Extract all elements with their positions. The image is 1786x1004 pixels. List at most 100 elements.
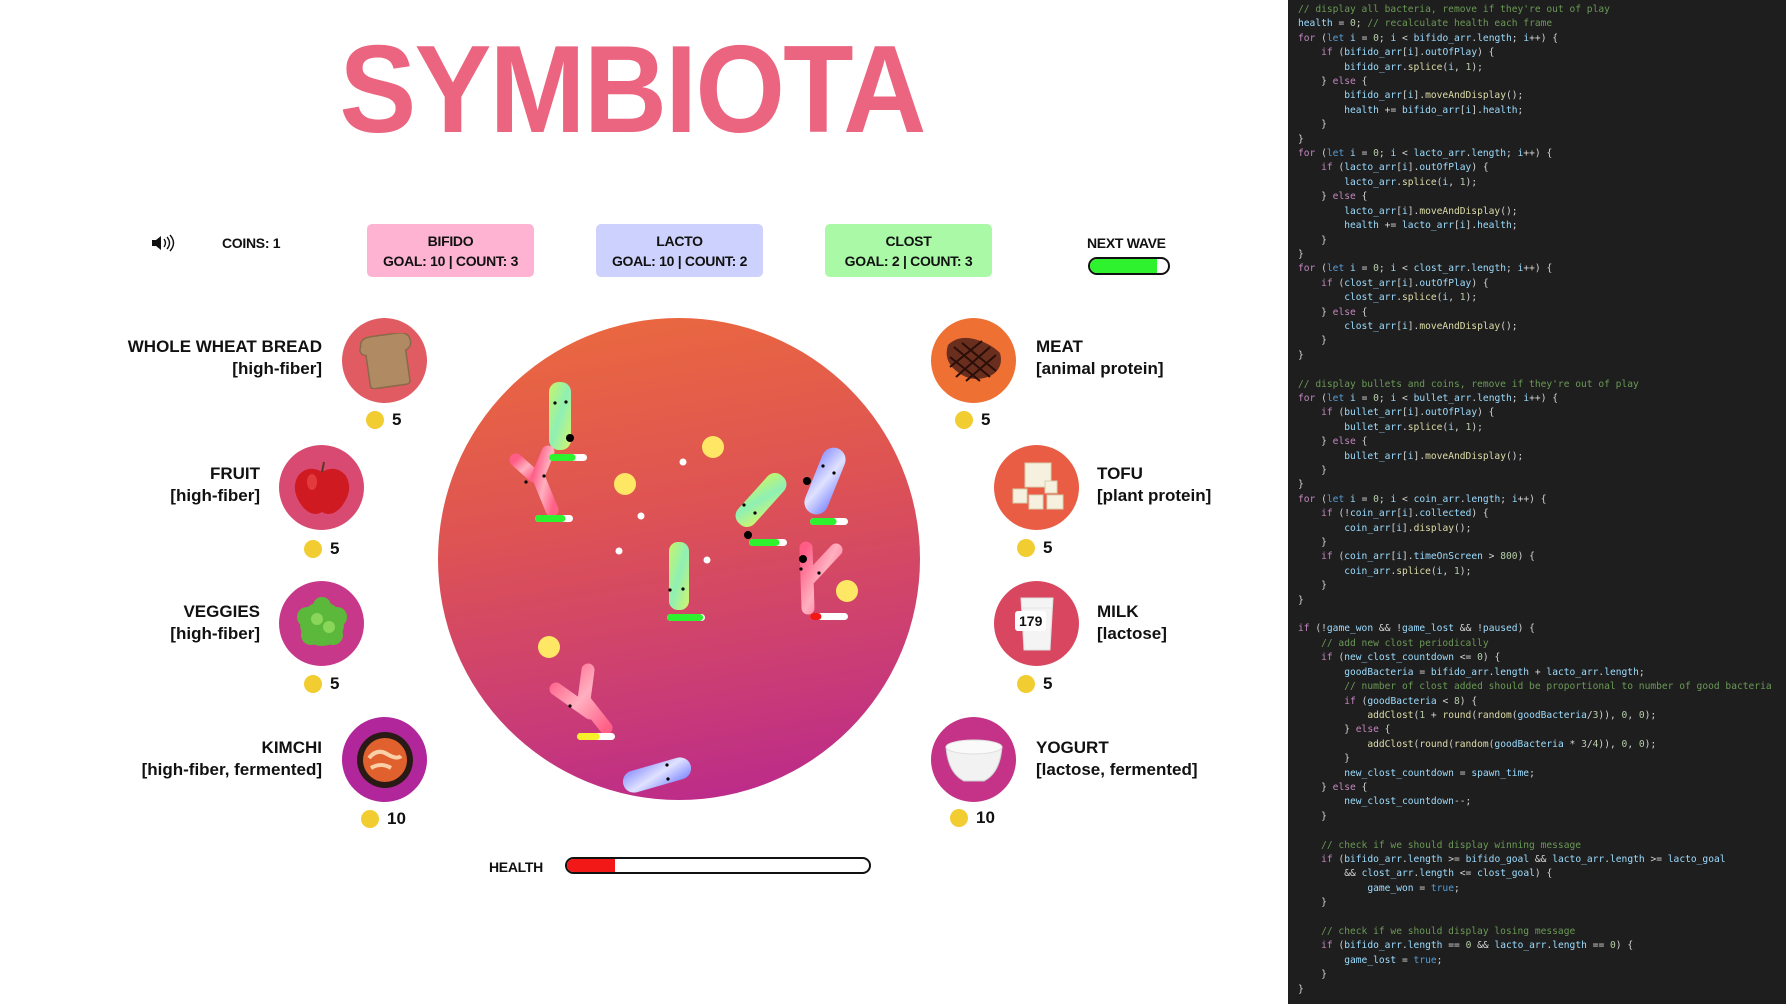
food-tags: [plant protein]: [1097, 486, 1212, 505]
bifido-stats: GOAL: 10 | COUNT: 3: [382, 253, 519, 269]
veggies-price: 5: [304, 674, 339, 694]
code-line: } else {: [1344, 724, 1391, 736]
code-line: }: [1298, 594, 1304, 606]
tofu-price: 5: [1017, 538, 1052, 558]
health-label: HEALTH: [489, 859, 543, 875]
code-line: bifido_arr.splice(i, 1);: [1344, 61, 1483, 73]
food-label-fruit: FRUIT [high-fiber]: [170, 463, 260, 507]
milk-counter-tooltip: 179: [1015, 611, 1047, 631]
code-line: if (bullet_arr[i].outOfPlay) {: [1321, 407, 1495, 419]
food-label-milk: MILK [lactose]: [1097, 601, 1167, 645]
food-name: TOFU: [1097, 464, 1143, 483]
milk-price: 5: [1017, 674, 1052, 694]
code-line: clost_arr[i].moveAndDisplay();: [1344, 320, 1518, 332]
code-line: } else {: [1321, 76, 1368, 88]
petri-dish-play-area[interactable]: [438, 318, 920, 800]
code-line: new_clost_countdown = spawn_time;: [1344, 767, 1535, 779]
buy-meat-button[interactable]: [931, 318, 1016, 403]
code-line: // number of clost added should be propo…: [1344, 681, 1772, 693]
game-title: SYMBIOTA: [339, 21, 926, 159]
code-line: // check if we should display winning me…: [1321, 839, 1582, 851]
code-line: }: [1321, 537, 1327, 549]
yogurt-price: 10: [950, 808, 995, 828]
buy-bread-button[interactable]: [342, 318, 427, 403]
kimchi-icon: [356, 731, 413, 788]
food-name: YOGURT: [1036, 738, 1109, 757]
coin-icon: [361, 810, 379, 828]
buy-milk-button[interactable]: 179: [994, 581, 1079, 666]
code-line: // check if we should display losing mes…: [1321, 926, 1576, 937]
price-value: 5: [981, 410, 991, 429]
code-line: bullet_arr[i].moveAndDisplay();: [1344, 450, 1524, 462]
code-line: [1298, 608, 1786, 622]
code-line: game_lost = true;: [1344, 954, 1443, 966]
next-wave-progress-bar: [1088, 257, 1170, 275]
code-line: if (!game_won && !game_lost && !paused) …: [1298, 623, 1535, 635]
buy-fruit-button[interactable]: [279, 445, 364, 530]
code-line: clost_arr.splice(i, 1);: [1344, 292, 1478, 304]
apple-icon: [294, 461, 349, 514]
code-line: lacto_arr[i].moveAndDisplay();: [1344, 205, 1518, 217]
code-line: }: [1321, 897, 1327, 909]
food-tags: [high-fiber]: [232, 359, 322, 378]
bread-icon: [358, 332, 411, 389]
coins-counter: COINS: 1: [222, 235, 281, 251]
bread-price: 5: [366, 410, 401, 430]
food-tags: [high-fiber]: [170, 486, 260, 505]
code-line: }: [1298, 248, 1304, 260]
sound-toggle-button[interactable]: [150, 234, 176, 257]
meat-price: 5: [955, 410, 990, 430]
food-label-kimchi: KIMCHI [high-fiber, fermented]: [142, 737, 322, 781]
code-line: health = 0; // recalculate health each f…: [1298, 18, 1553, 30]
food-label-veggies: VEGGIES [high-fiber]: [170, 601, 260, 645]
code-line: } else {: [1321, 436, 1368, 448]
price-value: 5: [330, 674, 340, 693]
code-line: }: [1321, 810, 1327, 822]
price-value: 5: [392, 410, 402, 429]
clost-stats: GOAL: 2 | COUNT: 3: [844, 253, 973, 269]
code-line: }: [1298, 479, 1304, 491]
code-line: bifido_arr[i].moveAndDisplay();: [1344, 90, 1524, 102]
code-line: } else {: [1321, 306, 1368, 318]
code-line: for (let i = 0; i < lacto_arr.length; i+…: [1298, 148, 1553, 160]
lettuce-icon: [296, 596, 347, 646]
code-line: [1298, 911, 1786, 925]
code-editor-panel[interactable]: // display all bacteria, remove if they'…: [1288, 0, 1786, 1004]
code-line: if (clost_arr[i].outOfPlay) {: [1321, 277, 1489, 289]
code-line: [1298, 363, 1786, 377]
code-line: game_won = true;: [1367, 882, 1460, 894]
kimchi-price: 10: [361, 809, 406, 829]
code-line: if (bifido_arr[i].outOfPlay) {: [1321, 47, 1495, 59]
code-line: }: [1298, 133, 1304, 145]
clost-goal-box: CLOST GOAL: 2 | COUNT: 3: [825, 224, 992, 277]
buy-yogurt-button[interactable]: [931, 717, 1016, 802]
speaker-icon: [152, 234, 175, 252]
bifido-goal-box: BIFIDO GOAL: 10 | COUNT: 3: [367, 224, 534, 277]
price-value: 5: [1043, 674, 1053, 693]
code-line: if (bifido_arr.length >= bifido_goal && …: [1321, 853, 1726, 865]
code-line: lacto_arr.splice(i, 1);: [1344, 176, 1478, 188]
code-line: if (goodBacteria < 8) {: [1344, 695, 1478, 707]
buy-kimchi-button[interactable]: [342, 717, 427, 802]
code-line: }: [1298, 983, 1304, 995]
code-line: } else {: [1321, 781, 1368, 793]
code-line: addClost(1 + round(random(goodBacteria/3…: [1367, 709, 1657, 721]
next-wave-label: NEXT WAVE: [1087, 235, 1166, 251]
food-label-bread: WHOLE WHEAT BREAD [high-fiber]: [128, 336, 322, 380]
lacto-stats: GOAL: 10 | COUNT: 2: [611, 253, 748, 269]
health-bar: [565, 857, 871, 874]
coin-icon: [955, 411, 973, 429]
food-name: FRUIT: [209, 464, 260, 483]
code-line: }: [1321, 580, 1327, 592]
food-tags: [lactose, fermented]: [1036, 760, 1198, 779]
tofu-icon: [1012, 462, 1063, 509]
steak-icon: [946, 337, 1001, 382]
coin-icon: [304, 675, 322, 693]
food-name: MEAT: [1036, 337, 1083, 356]
code-line: if (lacto_arr[i].outOfPlay) {: [1321, 162, 1489, 174]
code-line: new_clost_countdown--;: [1344, 796, 1472, 808]
buy-veggies-button[interactable]: [279, 581, 364, 666]
buy-tofu-button[interactable]: [994, 445, 1079, 530]
food-label-yogurt: YOGURT [lactose, fermented]: [1036, 737, 1198, 781]
code-line: addClost(round(random(goodBacteria * 3/4…: [1367, 738, 1657, 750]
